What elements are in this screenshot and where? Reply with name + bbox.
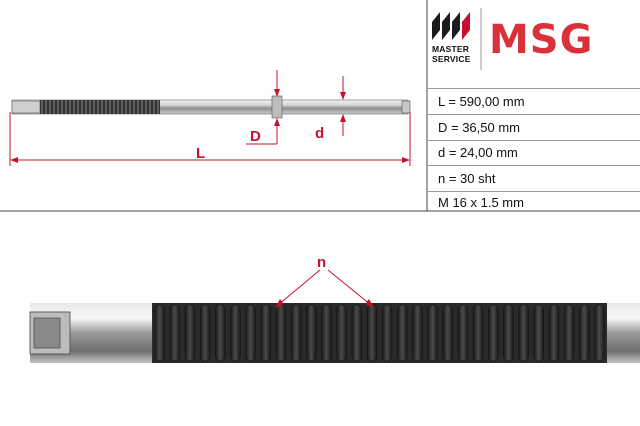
spec-teeth: n = 30 sht: [438, 171, 496, 186]
logo-text: MASTER SERVICE: [432, 44, 471, 64]
rack-tooth: [579, 304, 590, 362]
rack-tooth: [442, 304, 453, 362]
rack-tooth: [412, 304, 423, 362]
rack-tooth: [230, 304, 241, 362]
rack-tooth: [275, 304, 287, 362]
teeth-pointer: [275, 269, 374, 308]
rack-tooth: [321, 304, 332, 362]
logo-line-master: MASTER: [432, 44, 470, 54]
rack-tooth: [366, 304, 378, 362]
rack-tooth: [533, 304, 544, 362]
spec-inner-diameter: d = 24,00 mm: [438, 145, 518, 160]
rack-tooth: [594, 304, 605, 362]
spec-length: L = 590,00 mm: [438, 94, 525, 109]
spec-divider: [428, 165, 640, 166]
outer-diameter-dimension: [246, 70, 280, 145]
rack-tooth: [381, 304, 393, 362]
spec-divider: [428, 114, 640, 115]
rack-tooth: [169, 304, 180, 362]
teeth-label: n: [317, 254, 326, 271]
spec-divider: [428, 191, 640, 192]
inner-diameter-dimension: [340, 76, 346, 136]
length-dimension: [9, 112, 411, 166]
rack-tooth: [503, 304, 514, 362]
rack-tooth: [336, 304, 347, 362]
spec-divider: [428, 140, 640, 141]
rack-tooth: [154, 304, 165, 362]
rack-tooth: [457, 304, 469, 362]
brand-name: MSG: [489, 17, 594, 63]
rack-tooth: [488, 304, 499, 362]
rack-tooth: [306, 304, 317, 362]
rack-close-up: [29, 303, 640, 363]
rack-tooth: [427, 304, 438, 362]
master-service-logo-icon: [432, 12, 470, 40]
spec-divider: [428, 88, 640, 89]
rack-tooth: [548, 304, 560, 362]
spec-thread: M 16 x 1.5 mm: [438, 195, 524, 210]
logo-line-service: SERVICE: [432, 54, 471, 64]
rack-tooth: [290, 304, 302, 362]
rack-tooth: [215, 304, 226, 362]
rack-side-view: [11, 95, 411, 119]
inner-diameter-label: d: [315, 125, 324, 142]
rack-tooth: [199, 304, 211, 362]
outer-diameter-label: D: [250, 128, 261, 145]
rack-tooth: [184, 304, 196, 362]
rack-tooth: [351, 304, 362, 362]
rack-tooth: [518, 304, 529, 362]
rack-tooth: [563, 304, 575, 362]
spec-outer-diameter: D = 36,50 mm: [438, 120, 521, 135]
rack-tooth: [397, 304, 408, 362]
rack-tooth: [472, 304, 484, 362]
rack-tooth: [245, 304, 256, 362]
length-label: L: [196, 145, 205, 162]
rack-tooth: [260, 304, 271, 362]
